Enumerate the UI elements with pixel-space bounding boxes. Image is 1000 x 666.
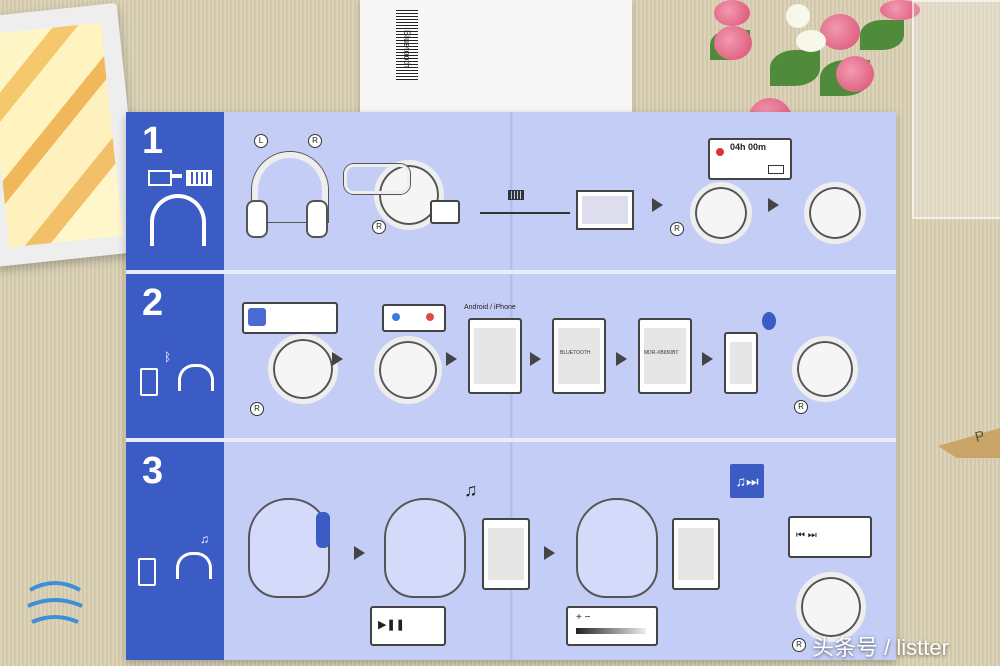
headphones-icon [150,194,206,246]
next-arrow [702,352,713,366]
music-notes-icon: ♫ [464,480,478,500]
charge-timer-callout: 04h 00m [708,138,792,180]
track-skip-icon: ♫⏭ [730,464,764,498]
skip-headphones-illustration [796,572,866,642]
step-1-content: L R R 04h 00m R [224,112,896,270]
charging-headphones-illustration [690,182,752,244]
brand-logo [27,581,83,624]
r-mark: R [670,222,684,236]
next-arrow [332,352,343,366]
next-arrow [446,352,457,366]
step-3-sidebar: 3 ♫ [126,442,224,660]
laptop-illustration [576,190,634,230]
phone-bluetooth-illustration: BLUETOOTH [552,318,606,394]
barcode [396,10,418,80]
earcup-adjust-icon [316,512,330,548]
phone-settings-illustration [468,318,522,394]
next-arrow [544,546,555,560]
charge-time: 04h 00m [730,142,767,152]
volume-bar-icon [576,628,646,634]
step-number: 1 [142,120,164,162]
headband-illustration [344,164,410,194]
head-volume-illustration [576,498,658,598]
headphones-icon [178,364,214,391]
step-2-content: R Android / iPhone BLUETOOTH MDR-XB650BT [224,274,896,438]
bluetooth-icon: ᛒ [164,350,172,364]
step-1: 1 L R R 04h 00m R [126,112,896,270]
connected-headphones-illustration [792,336,858,402]
watermark-text: 头条号 / listter [812,635,949,660]
unplugged-headphones-illustration [804,182,866,244]
step-number: 3 [142,450,164,492]
power-button-callout [242,302,338,334]
right-earcup [306,200,328,238]
next-arrow [768,198,779,212]
paper-sheet: Bluetooth [360,0,632,112]
flower-bouquet [700,0,940,150]
battery-empty-icon [148,170,172,186]
bluetooth-badge-icon [762,312,776,330]
next-arrow [616,352,627,366]
power-icon [248,308,266,326]
step-divider [126,438,896,442]
phone-caption: Android / iPhone [464,304,516,311]
clear-box [912,0,1000,219]
phone-music-icon [138,558,156,586]
play-pause-callout: ▶❚❚ [370,606,446,646]
phone-connected-illustration [724,332,758,394]
bluetooth-list-item: BLUETOOTH [560,350,591,356]
phone-play-illustration [482,518,530,590]
step-2: 2 ᛒ R Android / iPhone BLUETOOTH [126,274,896,438]
left-earcup [246,200,268,238]
r-mark: R [792,638,806,652]
right-mark: R [308,134,322,148]
volume-plus-minus-icon: + − [576,612,591,623]
next-arrow [530,352,541,366]
track-skip-callout: ⏮ ⏭ [788,516,872,558]
headphones-front-illustration [252,152,328,222]
r-mark: R [372,220,386,234]
phone-volume-illustration [672,518,720,590]
usb-port-callout [430,200,460,224]
usb-cable [480,212,570,214]
head-listening-illustration [384,498,466,598]
phone-icon [140,368,158,396]
step-number: 2 [142,282,164,324]
step-divider [126,270,896,274]
arrow-icon [172,174,182,178]
play-pause-icon: ▶❚❚ [378,619,405,631]
cork-piece [938,428,1000,458]
step-3: 3 ♫ ♫ ▶❚❚ + − ♫⏭ ⏮ ⏭ [126,442,896,660]
led-blink-callout [382,304,446,332]
red-led-icon [716,148,724,156]
bluetooth-label: Bluetooth [402,30,412,69]
phone-device-list-illustration: MDR-XB650BT [638,318,692,394]
headphones-icon [176,552,212,579]
next-arrow [652,198,663,212]
step-1-sidebar: 1 [126,112,224,270]
prev-next-icon: ⏮ ⏭ [796,530,817,541]
pairing-headphones-illustration [374,336,442,404]
battery-icon [768,165,784,174]
left-mark: L [254,134,268,148]
music-note-icon: ♫ [200,532,209,546]
next-arrow [354,546,365,560]
step-3-content: ♫ ▶❚❚ + − ♫⏭ ⏮ ⏭ R [224,442,896,660]
decorative-lamp [0,2,143,268]
r-mark: R [250,402,264,416]
device-list-item: MDR-XB650BT [644,350,679,356]
step-2-sidebar: 2 ᛒ [126,274,224,438]
battery-full-icon [186,170,212,186]
volume-callout: + − [566,606,658,646]
headphones-illustration [268,334,338,404]
instruction-manual: 1 L R R 04h 00m R [126,112,896,660]
charging-battery-icon [508,190,524,200]
r-mark: R [794,400,808,414]
